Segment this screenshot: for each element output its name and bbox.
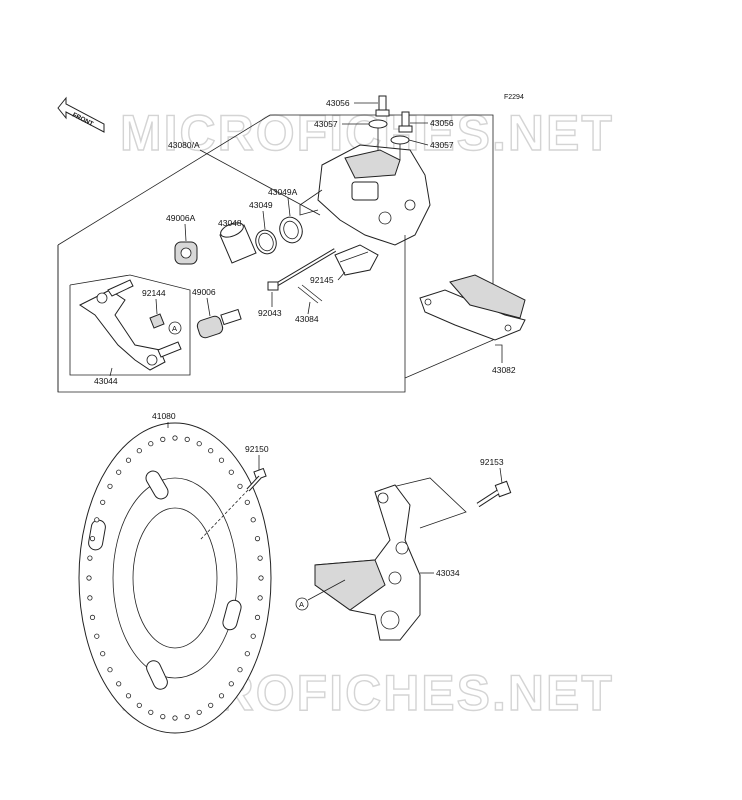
disc-hole [125, 457, 132, 463]
disc-hole [196, 441, 202, 447]
disc-hole [257, 555, 263, 561]
bleeder-cap-left [368, 119, 388, 129]
label-92150: 92150 [245, 444, 269, 454]
disc-hole [208, 448, 214, 454]
disc-hole [254, 535, 261, 542]
seal-43049A [279, 216, 303, 244]
caliper-body [299, 144, 431, 246]
label-43034: 43034 [436, 568, 460, 578]
disc-hole [100, 499, 106, 505]
callout-a-lower-label: A [299, 600, 304, 609]
figure-code: F2294 [504, 94, 524, 101]
disc-hole [228, 469, 234, 475]
label-43049: 43049 [249, 200, 273, 210]
disc-hole [136, 448, 142, 454]
disc-hole [87, 555, 93, 561]
disc-hole [116, 469, 122, 475]
disc-hole [218, 693, 225, 699]
caliper-assembly-frame [57, 114, 494, 393]
bolt-92153 [476, 480, 512, 508]
label-43044: 43044 [94, 376, 118, 386]
disc-hole [160, 713, 166, 720]
caliper-bracket-43034 [314, 484, 421, 641]
label-43057-right: 43057 [430, 140, 454, 150]
disc-drill-holes [86, 435, 264, 721]
disc-hole [257, 595, 263, 601]
disc-hole [125, 693, 132, 699]
label-41080: 41080 [152, 411, 176, 421]
caliper-bracket-43044 [79, 279, 182, 371]
disc-hole [148, 441, 154, 447]
label-43057-left: 43057 [314, 119, 338, 129]
disc-hole [107, 483, 113, 489]
label-43048: 43048 [218, 218, 242, 228]
label-92144: 92144 [142, 288, 166, 298]
disc-hole [196, 709, 202, 715]
label-92153: 92153 [480, 457, 504, 467]
disc-hole [136, 702, 142, 708]
disc-hole [160, 436, 166, 442]
piston-43048 [219, 222, 257, 264]
label-43049A: 43049A [268, 187, 298, 197]
disc-hole [89, 614, 96, 621]
disc-hole [89, 535, 96, 542]
disc-hole [237, 667, 243, 673]
disc-hole [184, 713, 190, 720]
disc-hole [116, 681, 122, 687]
label-43080A: 43080/A [168, 140, 200, 150]
label-43056-left: 43056 [326, 98, 350, 108]
callout-a-lower[interactable]: A [295, 597, 309, 611]
callout-a-upper[interactable]: A [168, 321, 182, 335]
brake-pad-43082 [419, 274, 526, 341]
disc-hole [148, 709, 154, 715]
label-43056-right: 43056 [430, 118, 454, 128]
label-43084: 43084 [295, 314, 319, 324]
disc-hole [254, 614, 261, 621]
front-arrow-icon: FRONT [57, 96, 105, 133]
label-92145: 92145 [310, 275, 334, 285]
disc-hole [94, 517, 100, 523]
boot-49006A [174, 241, 198, 265]
disc-hole [172, 715, 178, 721]
disc-hole [94, 633, 100, 639]
bleeder-cap-right [390, 135, 410, 145]
label-49006A: 49006A [166, 213, 196, 223]
disc-hole [228, 681, 234, 687]
seal-43049 [255, 229, 277, 255]
bleeder-valve-right [398, 111, 413, 133]
brake-disc-41080 [78, 422, 272, 734]
clip-43084 [297, 284, 323, 304]
label-43082: 43082 [492, 365, 516, 375]
spring-92145 [334, 244, 379, 276]
disc-hole [250, 633, 256, 639]
disc-hole [218, 457, 225, 463]
disc-hole [208, 702, 214, 708]
disc-hole [100, 651, 106, 657]
bleeder-valve-left [375, 95, 390, 117]
disc-hole [258, 575, 264, 581]
disc-hole [184, 436, 190, 442]
disc-hole [250, 517, 256, 523]
label-49006: 49006 [192, 287, 216, 297]
boot-49006 [196, 308, 242, 339]
label-92043: 92043 [258, 308, 282, 318]
disc-hole [172, 435, 178, 441]
disc-hole [86, 575, 92, 581]
callout-a-upper-label: A [172, 324, 177, 333]
disc-hole [244, 651, 250, 657]
disc-hole [244, 499, 250, 505]
pin-92043 [267, 248, 337, 291]
disc-hole [107, 667, 113, 673]
disc-hole [237, 483, 243, 489]
bolt-92150 [246, 467, 267, 492]
pad-spring-92144 [149, 313, 165, 329]
disc-hole [87, 595, 93, 601]
